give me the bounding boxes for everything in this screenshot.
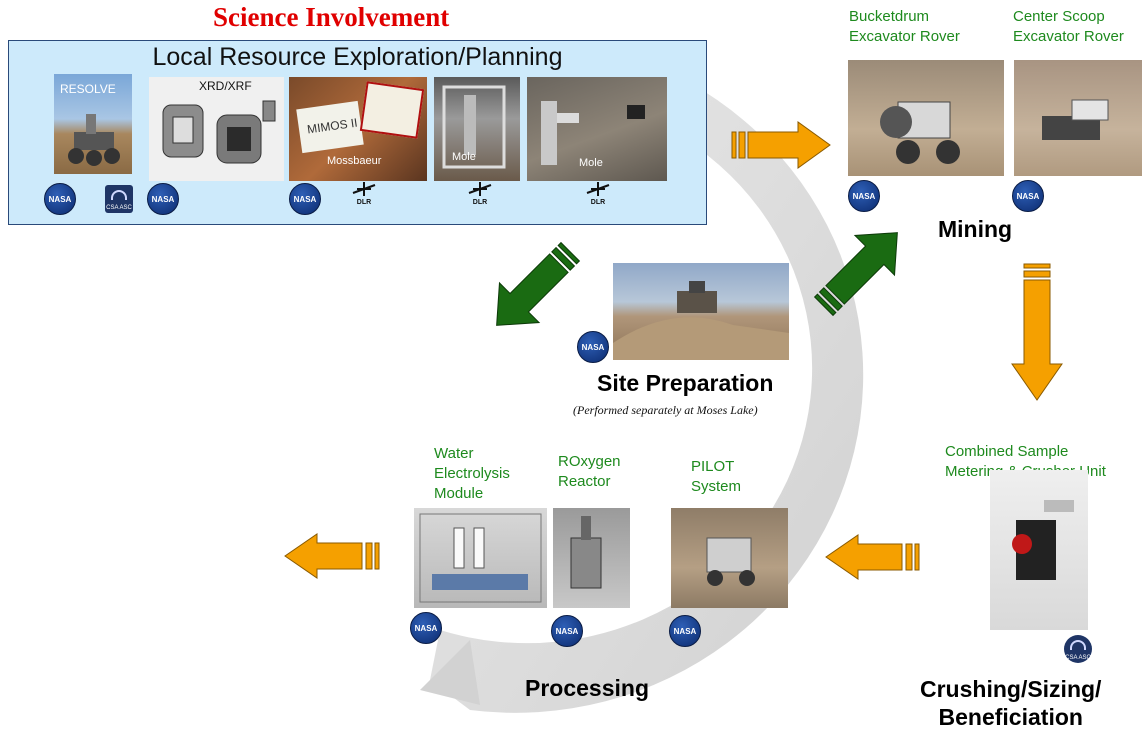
roxygen-reactor-photo xyxy=(553,508,630,608)
dlr-logo: DLR xyxy=(347,181,381,207)
mole-frame-icon xyxy=(442,85,506,169)
resolve-rover-photo: RESOLVE xyxy=(54,74,132,174)
reactor-icon xyxy=(570,516,602,589)
mole-caption-2: Mole xyxy=(579,157,603,169)
exploration-panel: Local Resource Exploration/Planning RESO… xyxy=(8,40,707,225)
site-preparation-note: (Performed separately at Moses Lake) xyxy=(573,403,758,417)
roxygen-reactor-label: ROxygen Reactor xyxy=(558,452,621,492)
dlr-text: DLR xyxy=(590,199,606,206)
nasa-logo: NASA xyxy=(848,180,880,212)
crusher-icon xyxy=(1012,500,1074,580)
label-line: Electrolysis xyxy=(434,465,510,482)
mimos-photo: MIMOS II Mossbaeur xyxy=(289,77,427,181)
label-line: Crushing/Sizing/ xyxy=(920,676,1102,702)
mossbaeur-caption: Mossbaeur xyxy=(327,155,382,167)
mole-device-icon xyxy=(541,101,645,165)
label-line: PILOT xyxy=(691,458,735,475)
label-line: Reactor xyxy=(558,473,611,490)
mimos-sticker xyxy=(359,81,425,139)
bucketdrum-rover-label: Bucketdrum Excavator Rover xyxy=(849,7,960,47)
dlr-mark-icon xyxy=(352,182,376,196)
bulldozer-icon xyxy=(613,281,789,360)
nasa-logo: NASA xyxy=(669,615,701,647)
label-line: Water xyxy=(434,445,474,462)
instrument-icon xyxy=(162,100,276,164)
label-line: Bucketdrum xyxy=(849,8,930,25)
orange-arrow-left-output xyxy=(284,533,380,579)
label-line: Excavator Rover xyxy=(849,28,960,45)
water-electrolysis-label: Water Electrolysis Module xyxy=(434,444,510,504)
pilot-icon xyxy=(706,537,755,586)
nasa-logo: NASA xyxy=(147,183,179,215)
center-scoop-rover-photo xyxy=(1014,60,1142,176)
excavator-icon xyxy=(1042,99,1109,140)
exploration-title: Local Resource Exploration/Planning xyxy=(152,43,563,71)
rover-icon xyxy=(68,114,120,166)
dlr-logo: DLR xyxy=(463,181,497,207)
xrd-xrf-photo: XRD/XRF xyxy=(149,77,284,181)
excavator-icon xyxy=(880,101,960,164)
mole-photo-2: Mole xyxy=(527,77,667,181)
nasa-logo: NASA xyxy=(410,612,442,644)
science-involvement-title: Science Involvement xyxy=(213,2,450,32)
module-icon xyxy=(419,513,542,603)
crusher-unit-photo xyxy=(990,470,1088,630)
orange-arrow-right xyxy=(731,121,831,169)
site-preparation-photo xyxy=(613,263,789,360)
label-line: Module xyxy=(434,485,484,502)
site-preparation-label: Site Preparation xyxy=(597,370,774,396)
nasa-logo: NASA xyxy=(1012,180,1044,212)
mining-label: Mining xyxy=(938,216,1013,242)
dlr-text: DLR xyxy=(472,199,488,206)
label-line: Excavator Rover xyxy=(1013,28,1124,45)
label-line: Combined Sample xyxy=(945,443,1069,460)
dlr-logo: DLR xyxy=(581,181,615,207)
nasa-logo: NASA xyxy=(577,331,609,363)
nasa-logo: NASA xyxy=(44,183,76,215)
resolve-caption: RESOLVE xyxy=(60,82,116,96)
dlr-text: DLR xyxy=(356,199,372,206)
pilot-system-label: PILOT System xyxy=(691,457,741,497)
label-line: Center Scoop xyxy=(1013,8,1105,25)
orange-arrow-down xyxy=(1011,263,1063,401)
processing-label: Processing xyxy=(525,675,649,701)
orange-arrow-left-crusher xyxy=(825,534,920,580)
label-line: ROxygen xyxy=(558,453,621,470)
dlr-mark-icon xyxy=(468,182,492,196)
xrd-xrf-caption: XRD/XRF xyxy=(199,79,252,93)
csa-logo: CSA ASC xyxy=(1064,635,1092,663)
green-arrow-to-site-prep xyxy=(496,241,581,326)
dlr-mark-icon xyxy=(586,182,610,196)
csa-logo: CSA ASC xyxy=(105,185,133,213)
mole-caption-1: Mole xyxy=(452,151,476,163)
bucketdrum-rover-photo xyxy=(848,60,1004,176)
crushing-label: Crushing/Sizing/ Beneficiation xyxy=(920,675,1101,731)
nasa-logo: NASA xyxy=(289,183,321,215)
label-line: Beneficiation xyxy=(938,704,1083,730)
pilot-system-photo xyxy=(671,508,788,608)
green-arrow-to-mining xyxy=(813,232,898,317)
center-scoop-rover-label: Center Scoop Excavator Rover xyxy=(1013,7,1124,47)
label-line: System xyxy=(691,478,742,495)
water-electrolysis-photo xyxy=(414,508,547,608)
mole-photo-1: Mole xyxy=(434,77,520,181)
nasa-logo: NASA xyxy=(551,615,583,647)
